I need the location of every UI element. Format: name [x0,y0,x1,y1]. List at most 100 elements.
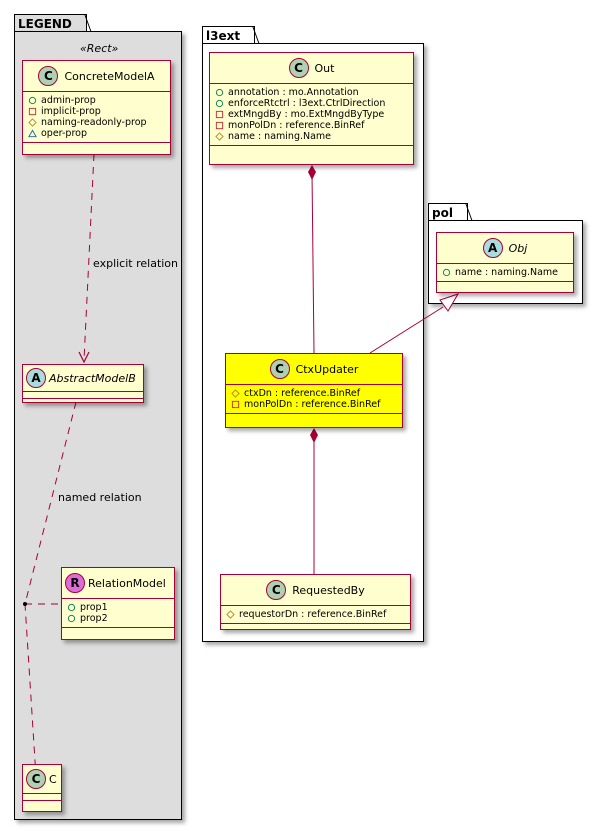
attribute-row: prop2 [67,613,169,624]
class-name: ConcreteModelA [64,69,155,83]
class-name: Out [314,61,335,75]
methods-section [62,627,174,634]
public-visibility-icon [67,614,76,623]
class-name: AbstractModelB [49,371,136,385]
named-relation-label: named relation [58,491,142,504]
abstract-type-icon: A [482,238,503,258]
attribute-text: monPolDn : reference.BinRef [244,399,381,410]
attribute-text: name : naming.Name [455,267,559,278]
attribute-row: naming-readonly-prop [28,117,165,128]
attribute-text: monPolDn : reference.BinRef [228,120,365,131]
ctx-req-diamond [310,428,318,443]
attribute-text: ctxDn : reference.BinRef [244,388,361,399]
protected-visibility-icon [231,389,240,398]
methods-section [23,800,61,807]
package-legend: LEGEND [14,14,182,820]
ctx-obj-inheritance-line [369,306,444,354]
class-name: RelationModel [88,576,166,590]
class-obj[interactable]: A Obj name : naming.Name [436,232,574,293]
attributes-section [23,793,61,800]
attribute-text: name : naming.Name [228,131,332,142]
attribute-text: annotation : mo.Annotation [228,87,359,98]
protected-visibility-icon [215,132,224,141]
abstract-type-icon: A [26,368,46,388]
methods-section [226,413,402,420]
attribute-row: admin-prop [28,95,165,106]
private-visibility-icon [28,107,37,116]
protected-visibility-icon [28,118,37,127]
class-type-icon: C [26,769,46,789]
class-requested-by[interactable]: C RequestedBy requestorDn : reference.Bi… [220,574,411,630]
explicit-relation-arrowhead [78,351,90,364]
attribute-row: name : naming.Name [442,267,568,278]
attribute-text: prop1 [80,602,108,613]
class-type-icon: C [288,58,309,78]
package-pol-title: pol [428,203,468,221]
public-visibility-icon [28,96,37,105]
package-l3ext-title: l3ext [202,26,256,44]
attribute-row: monPolDn : reference.BinRef [215,120,408,131]
class-type-icon: C [266,580,287,600]
attributes-section: requestorDn : reference.BinRef [221,605,410,623]
attribute-text: admin-prop [41,95,96,106]
relation-type-icon: R [65,573,85,593]
package-legend-title: LEGEND [14,14,87,32]
methods-section [437,281,573,288]
ctx-obj-triangle [439,293,460,312]
legend-stereotype: «Rect» [80,42,119,55]
class-name: CtxUpdater [295,362,359,376]
attribute-row: ctxDn : reference.BinRef [231,388,397,399]
methods-section [23,398,143,405]
package-legend-body [14,31,182,820]
class-name: C [49,772,57,786]
public-visibility-icon [67,603,76,612]
private-visibility-icon [215,110,224,119]
attribute-row: annotation : mo.Annotation [215,87,408,98]
class-name: Obj [508,241,528,255]
methods-section [221,623,410,630]
class-type-icon: C [269,359,290,379]
protected-visibility-icon [226,610,235,619]
attributes-section [23,391,143,398]
attribute-text: requestorDn : reference.BinRef [239,609,387,620]
association-point [23,602,27,606]
class-name: RequestedBy [292,583,365,597]
attributes-section: name : naming.Name [437,263,573,281]
out-ctx-composition-line [311,171,315,354]
attribute-row: oper-prop [28,128,165,139]
private-visibility-icon [215,121,224,130]
private-visibility-icon [231,400,240,409]
attribute-text: naming-readonly-prop [41,117,147,128]
public-visibility-icon [215,88,224,97]
attribute-row: requestorDn : reference.BinRef [226,609,405,620]
class-abstract-model-b[interactable]: A AbstractModelB [22,364,144,403]
out-ctx-diamond [308,165,316,180]
attribute-text: oper-prop [41,128,87,139]
attribute-row: enforceRtctrl : l3ext.CtrlDirection [215,98,408,109]
attribute-text: implicit-prop [41,106,101,117]
package-visibility-icon [28,129,37,138]
explicit-relation-label: explicit relation [93,257,179,270]
explicit-relation-line [83,153,95,361]
attribute-row: monPolDn : reference.BinRef [231,399,397,410]
public-visibility-icon [442,268,451,277]
public-visibility-icon [215,99,224,108]
class-type-icon: C [38,66,59,86]
attribute-text: enforceRtctrl : l3ext.CtrlDirection [228,98,386,109]
attribute-text: extMngdBy : mo.ExtMngdByType [228,109,385,120]
attribute-text: prop2 [80,613,108,624]
methods-section [23,142,170,149]
attribute-row: extMngdBy : mo.ExtMngdByType [215,109,408,120]
methods-section [210,145,413,152]
attribute-row: name : naming.Name [215,131,408,142]
attribute-row: prop1 [67,602,169,613]
class-c[interactable]: C C [22,764,62,812]
